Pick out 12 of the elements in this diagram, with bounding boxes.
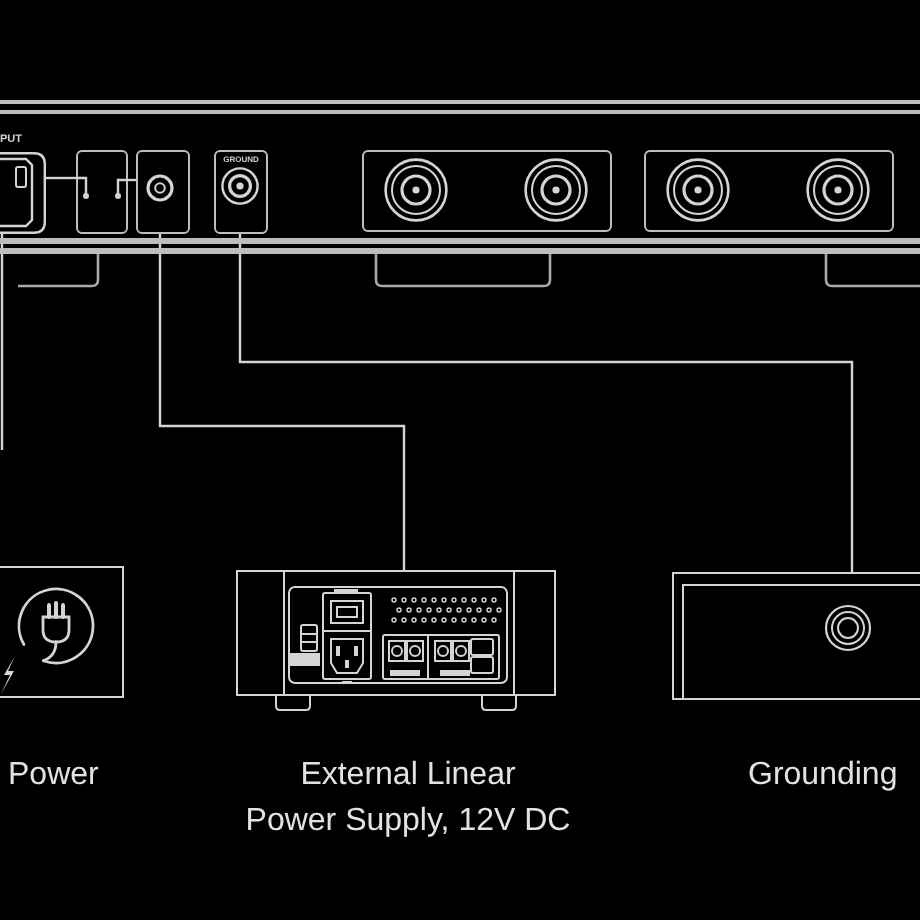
ground-panel (214, 150, 268, 234)
dc-input-panel (136, 150, 190, 234)
switch-panel (76, 150, 128, 234)
connector-line (0, 234, 4, 450)
node-label: Power (8, 756, 99, 796)
connector-line (238, 234, 854, 572)
node-label: Grounding (748, 755, 898, 795)
node-label: External Linear Power Supply, 12V DC (243, 755, 573, 841)
connector-line (128, 178, 136, 182)
rear-panel (0, 100, 920, 254)
connector-line (158, 234, 406, 570)
connector-line (46, 176, 76, 180)
